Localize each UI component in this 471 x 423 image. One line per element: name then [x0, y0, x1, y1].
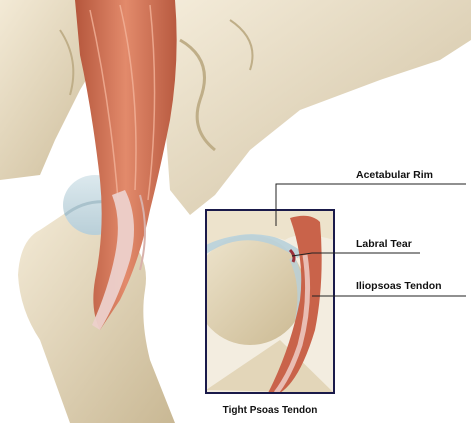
- pelvis-bone: [0, 0, 471, 215]
- label-acetabular-rim: Acetabular Rim: [356, 169, 433, 181]
- inset-magnified-view: [195, 210, 334, 393]
- label-iliopsoas-tendon: Iliopsoas Tendon: [356, 280, 442, 292]
- caption: Tight Psoas Tendon: [200, 405, 340, 416]
- label-labral-tear: Labral Tear: [356, 238, 412, 250]
